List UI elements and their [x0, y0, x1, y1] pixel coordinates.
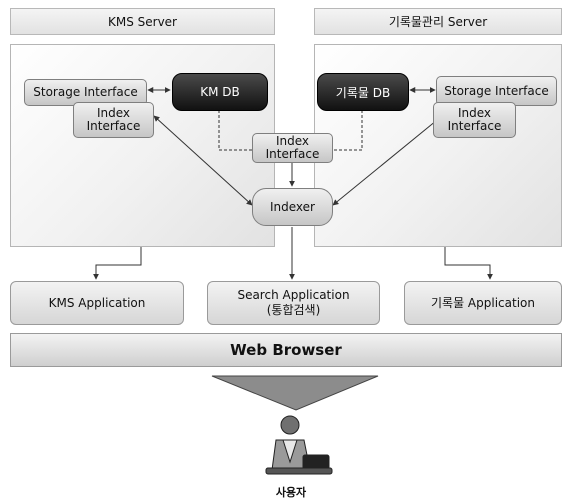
records-application: 기록물 Application [404, 281, 562, 325]
records-app-arrow [444, 247, 493, 280]
kms-storage-interface: Storage Interface [24, 79, 147, 106]
kms-server-title: KMS Server [107, 14, 177, 29]
records-storage-interface: Storage Interface [436, 76, 557, 106]
kms-index-indexer-arrow [153, 115, 253, 206]
center-index-interface: Index Interface [252, 133, 333, 163]
kms-server-header: KMS Server [10, 8, 275, 35]
kms-index-interface: Index Interface [73, 102, 154, 138]
search-application: Search Application (통합검색) [207, 281, 380, 325]
indexer: Indexer [252, 188, 333, 226]
web-browser-bar: Web Browser [10, 333, 562, 367]
kms-db: KM DB [172, 73, 268, 111]
records-server-title: 기록물관리 Server [388, 15, 488, 29]
records-db-dashed-link [333, 110, 363, 151]
browser-to-user-arrow [211, 375, 379, 411]
records-index-indexer-arrow [332, 115, 443, 206]
kms-db-dashed-link [218, 110, 252, 151]
records-db: 기록물 DB [317, 73, 409, 111]
user-figure [265, 415, 333, 475]
user-label: 사용자 [275, 486, 307, 499]
records-index-interface: Index Interface [433, 102, 516, 138]
records-server-header: 기록물관리 Server [314, 8, 562, 35]
kms-application: KMS Application [10, 281, 184, 325]
kms-app-arrow [93, 247, 142, 280]
